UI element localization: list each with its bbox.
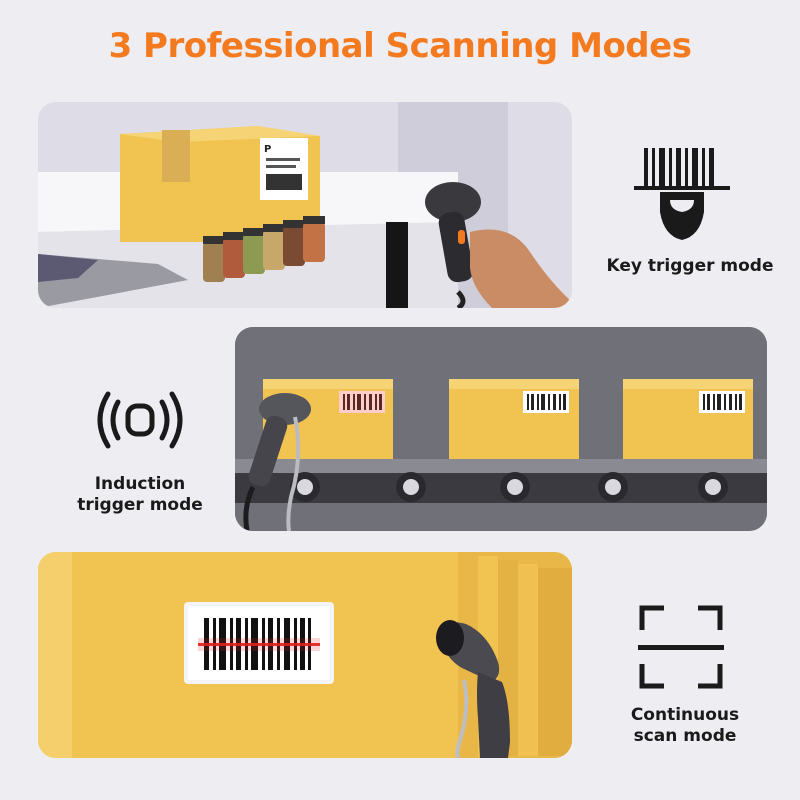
continuous-scanner xyxy=(436,620,510,758)
continuous-label-line2: scan mode xyxy=(633,726,737,746)
key-trigger-scene: P xyxy=(38,102,572,308)
key-trigger-illustration: P xyxy=(38,102,572,308)
page-title: 3 Professional Scanning Modes xyxy=(108,26,692,66)
continuous-scan-scene xyxy=(38,552,572,758)
barcode-label xyxy=(184,602,334,684)
continuous-label-line1: Continuous xyxy=(630,705,740,725)
box-label-mark: P xyxy=(264,144,271,155)
spice-jars xyxy=(203,216,325,282)
handheld-scanner xyxy=(425,182,481,308)
induction-label-line1: Induction xyxy=(94,474,186,494)
barcode-trigger-icon xyxy=(632,140,732,244)
induction-label-line2: trigger mode xyxy=(77,495,203,515)
conveyor-boxes xyxy=(263,379,753,459)
key-trigger-label: Key trigger mode xyxy=(606,256,774,276)
continuous-scan-illustration xyxy=(38,552,572,758)
hand xyxy=(470,229,572,308)
induction-trigger-scene xyxy=(235,327,767,531)
continuous-scan-label: Continuous scan mode xyxy=(585,705,785,747)
stand-scanner xyxy=(243,393,311,531)
scan-frame-icon xyxy=(638,604,724,694)
induction-trigger-label: Induction trigger mode xyxy=(40,474,240,516)
conveyor-rollers xyxy=(290,472,728,502)
induction-waves-icon xyxy=(92,388,188,456)
induction-trigger-illustration xyxy=(235,327,767,531)
